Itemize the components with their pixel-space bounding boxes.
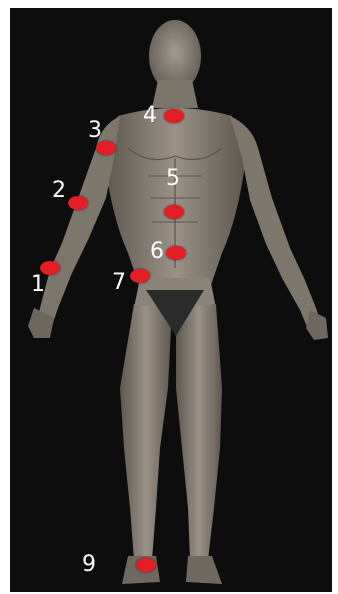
marker-4[interactable]: [164, 109, 184, 123]
marker-3[interactable]: [96, 141, 116, 155]
marker-label-2: 2: [52, 180, 66, 202]
human-figure-illustration: [10, 8, 332, 592]
marker-9[interactable]: [136, 558, 156, 572]
marker-label-9: 9: [82, 554, 96, 576]
marker-label-4: 4: [143, 105, 157, 127]
anatomy-image-frame: 1 2 3 4 5 6 7 9: [10, 8, 332, 592]
marker-label-7: 7: [112, 272, 126, 294]
marker-2[interactable]: [68, 196, 88, 210]
marker-label-3: 3: [88, 120, 102, 142]
marker-label-5: 5: [166, 168, 180, 190]
marker-7[interactable]: [130, 269, 150, 283]
marker-5[interactable]: [164, 205, 184, 219]
marker-6[interactable]: [166, 246, 186, 260]
marker-label-1: 1: [31, 274, 45, 296]
marker-label-6: 6: [150, 241, 164, 263]
